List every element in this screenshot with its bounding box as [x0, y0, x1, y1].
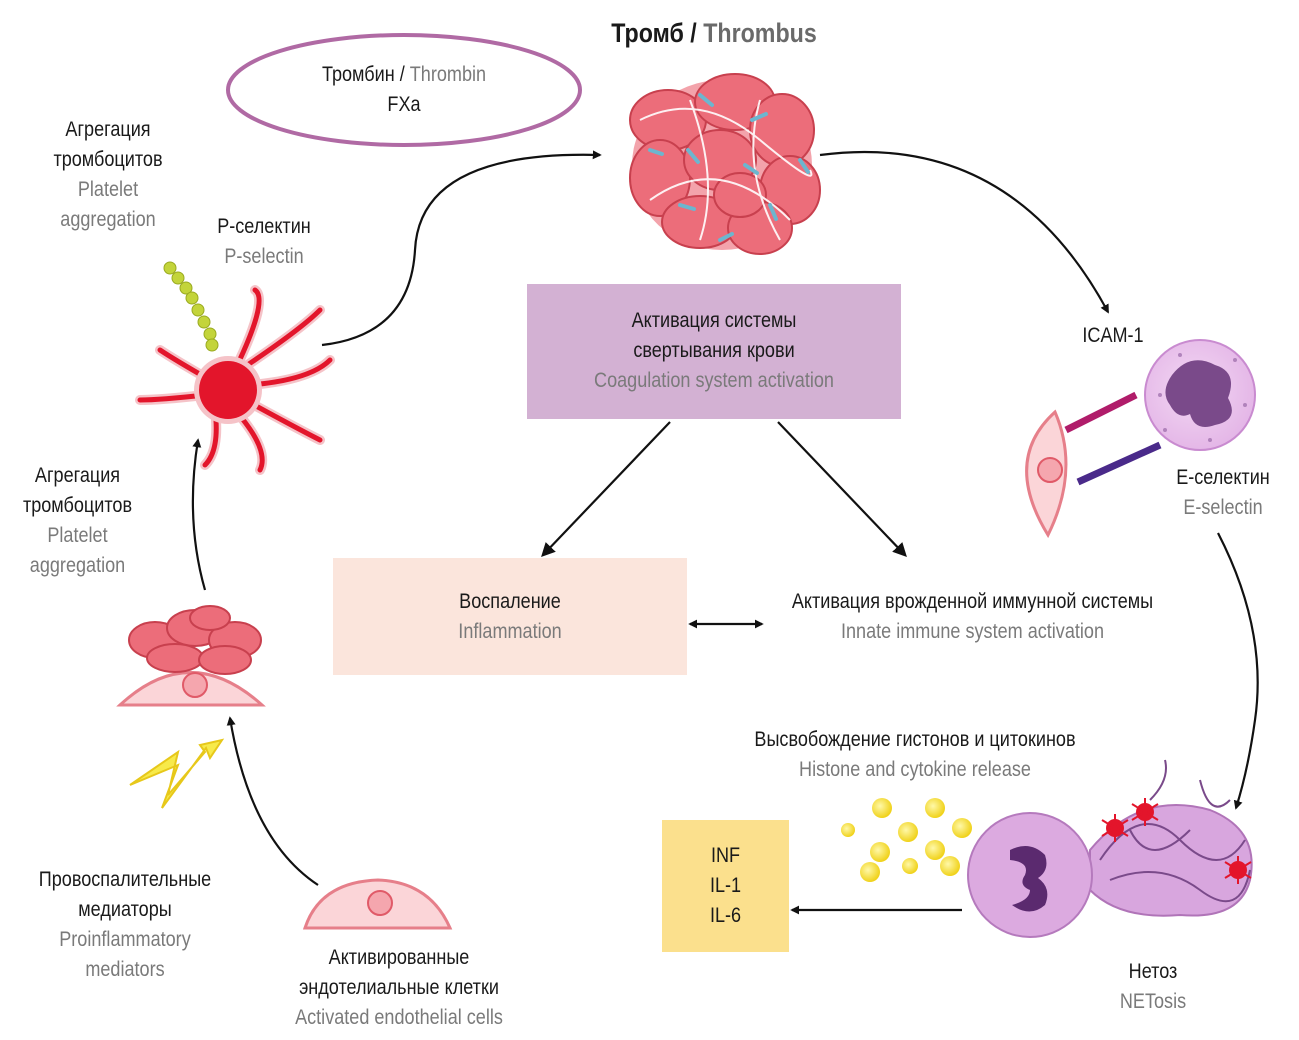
platelet-aggregation-top-en-2: aggregation	[60, 208, 156, 231]
arrow-thrombus-to-icam	[819, 150, 1109, 314]
inflammation-box	[333, 558, 687, 675]
cytokine-inf: INF	[710, 844, 741, 867]
endothelial-cell-illustration	[302, 878, 453, 930]
icam-text: ICAM-1	[1082, 324, 1144, 347]
cytokine-il1: IL-1	[709, 874, 742, 897]
platelet-aggregation-left-en-1: Platelet	[47, 524, 108, 547]
coagulation-box	[527, 284, 901, 419]
thrombin-separator: /	[399, 63, 405, 86]
platelet-aggregation-left-en-2: aggregation	[29, 554, 126, 577]
arrow-coagulation-to-inflammation	[541, 421, 671, 558]
coagulation-ru-2: свертывания крови	[633, 339, 795, 362]
thrombin-ru: Тромбин	[321, 63, 395, 86]
icam-label: ICAM-1	[1070, 321, 1156, 351]
cytokine-list: INF IL-1 IL-6	[671, 841, 780, 931]
arrow-coagulation-to-immune	[777, 421, 907, 558]
e-selectin-en: E-selectin	[1183, 496, 1263, 519]
e-selectin-label: E-селектин E-selectin	[1159, 463, 1288, 523]
inflammation-ru: Воспаление	[459, 590, 561, 613]
netosis-ru: Нетоз	[1128, 960, 1178, 983]
coagulation-en: Coagulation system activation	[594, 369, 834, 392]
icam-bar	[1064, 391, 1138, 434]
innate-immune-ru: Активация врожденной иммунной системы	[791, 590, 1154, 613]
endothelial-half-cell-illustration	[1025, 409, 1068, 539]
arrow-platelet-to-thrombus	[321, 150, 602, 347]
thrombus-illustration	[629, 73, 821, 255]
innate-immune-en: Innate immune system activation	[841, 620, 1104, 643]
thrombin-en: Thrombin	[409, 63, 487, 86]
platelet-aggregation-top-ru-1: Агрегация	[65, 118, 151, 141]
arrow-endothelial-to-platelets	[226, 716, 319, 886]
fxa-label: FXa	[387, 93, 421, 116]
endothelial-en: Activated endothelial cells	[295, 1006, 503, 1029]
netosis-label: Нетоз NETosis	[1097, 957, 1209, 1017]
inflammation-label: Воспаление Inflammation	[358, 587, 662, 647]
p-selectin-label: P-селектин P-selectin	[195, 212, 333, 272]
platelet-aggregation-left-label: Агрегация тромбоцитов Platelet aggregati…	[11, 461, 144, 581]
netosis-illustration	[967, 759, 1253, 938]
title-ru: Тромб	[611, 18, 684, 48]
diagram-title: Тромб / Thrombus	[585, 16, 843, 50]
platelet-aggregation-left-ru-2: тромбоцитов	[22, 494, 133, 517]
cytokine-granules-illustration	[841, 798, 972, 882]
title-en: Thrombus	[703, 18, 817, 48]
endothelial-ru-2: эндотелиальные клетки	[299, 976, 499, 999]
platelet-aggregation-left-ru-1: Агрегация	[34, 464, 121, 487]
inflammation-en: Inflammation	[458, 620, 562, 643]
arrow-aggregation-to-platelet	[191, 438, 207, 591]
cytokine-il6: IL-6	[709, 904, 742, 927]
coagulation-label: Активация системы свертывания крови Coag…	[553, 306, 875, 396]
thrombin-oval	[226, 33, 582, 147]
platelet-aggregation-top-ru-2: тромбоцитов	[53, 148, 163, 171]
cytokine-box	[662, 820, 789, 952]
arrow-e-selectin-to-netosis	[1217, 532, 1259, 810]
endothelial-label: Активированные эндотелиальные клетки Act…	[286, 943, 511, 1033]
platelet-aggregation-top-en-1: Platelet	[77, 178, 139, 201]
proinflammatory-en-1: Proinflammatory	[59, 928, 191, 951]
histone-release-label: Высвобождение гистонов и цитокинов Histo…	[734, 725, 1095, 785]
platelet-aggregation-top-label: Агрегация тромбоцитов Platelet aggregati…	[31, 115, 186, 235]
proinflammatory-label: Провоспалительные медиаторы Proinflammat…	[30, 865, 219, 985]
histone-release-en: Histone and cytokine release	[799, 758, 1031, 781]
activated-platelet-illustration	[135, 261, 335, 475]
e-selectin-ru: E-селектин	[1176, 466, 1270, 489]
proinflammatory-ru-2: медиаторы	[78, 898, 172, 921]
p-selectin-en: P-selectin	[224, 245, 304, 268]
lightning-bolt-icon	[129, 738, 225, 809]
endothelial-ru-1: Активированные	[328, 946, 470, 969]
netosis-en: NETosis	[1119, 990, 1187, 1013]
coagulation-ru-1: Активация системы	[631, 309, 797, 332]
innate-immune-label: Активация врожденной иммунной системы In…	[773, 587, 1173, 647]
proinflammatory-en-2: mediators	[85, 958, 165, 981]
proinflammatory-ru-1: Провоспалительные	[38, 868, 212, 891]
neutrophil-illustration	[1144, 339, 1256, 451]
title-separator: /	[690, 18, 697, 48]
p-selectin-ru: P-селектин	[217, 215, 311, 238]
platelets-on-endothelium-illustration	[116, 605, 266, 707]
e-selectin-bar	[1076, 441, 1162, 486]
thrombin-label: Тромбин / Thrombin FXa	[275, 60, 533, 120]
histone-release-ru: Высвобождение гистонов и цитокинов	[754, 728, 1076, 751]
